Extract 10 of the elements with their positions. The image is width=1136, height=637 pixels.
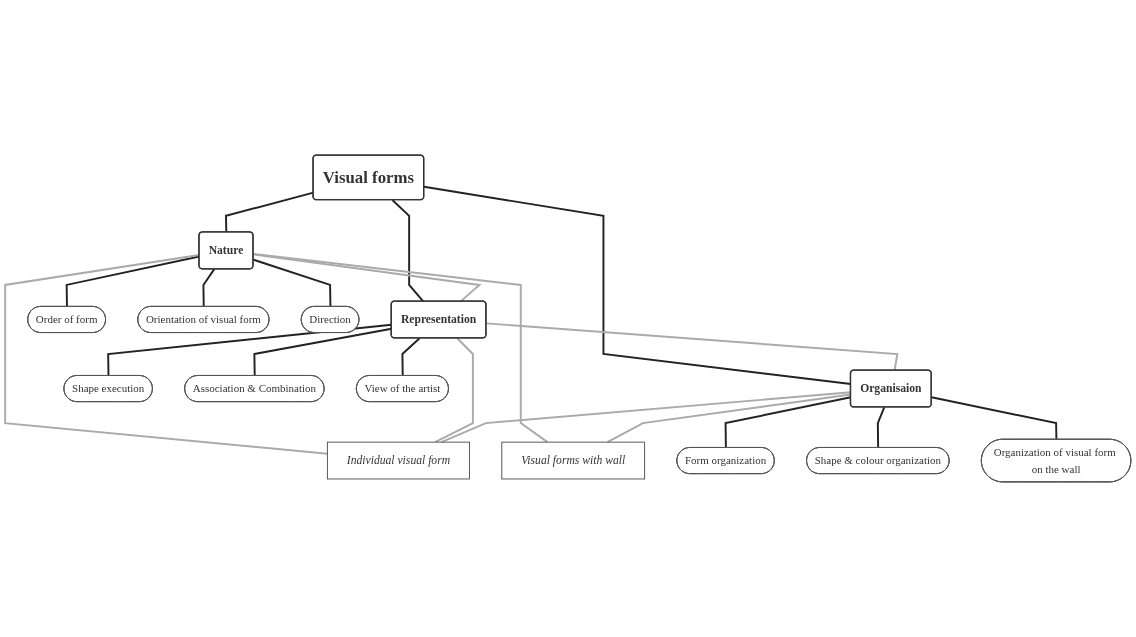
- connector: [202, 268, 216, 308]
- connector: [876, 406, 886, 449]
- connector: [401, 337, 421, 377]
- node-box: Visual forms with wall: [501, 441, 646, 480]
- connector: [434, 337, 474, 444]
- connector: [485, 322, 899, 372]
- connector: [391, 199, 425, 303]
- connector: [252, 252, 549, 444]
- connector: [4, 253, 329, 455]
- node-box: Individual visual form: [326, 441, 470, 480]
